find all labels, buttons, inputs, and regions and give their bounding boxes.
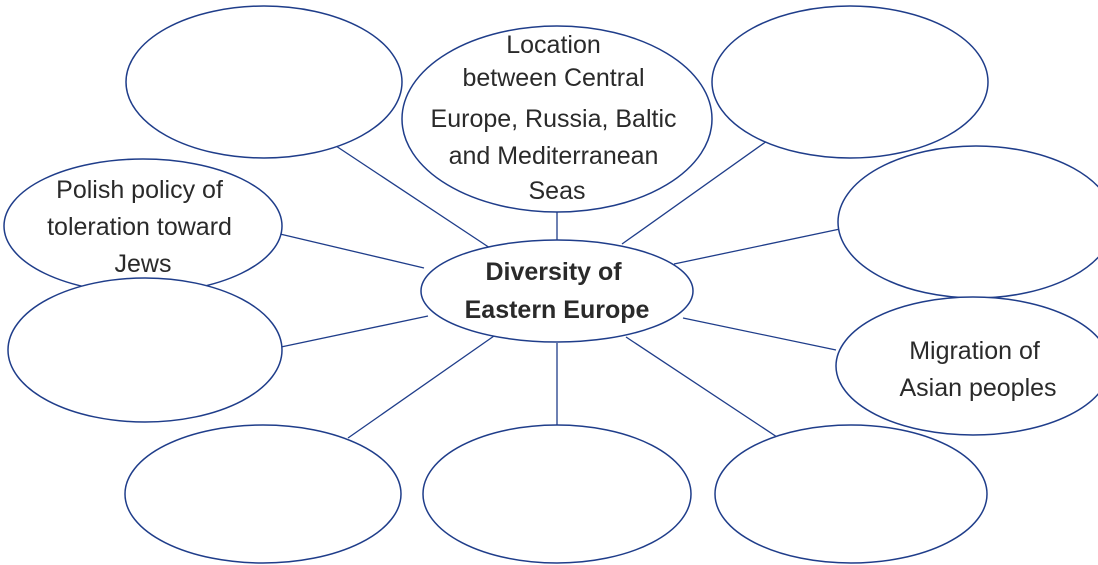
node-lower-right: Migration of Asian peoples xyxy=(835,296,1098,436)
node-top-left xyxy=(125,5,403,159)
node-top-right xyxy=(711,5,989,159)
node-bottom-left-ellipse xyxy=(124,424,402,564)
node-top-left-ellipse xyxy=(125,5,403,159)
node-top-right-ellipse xyxy=(711,5,989,159)
node-upper-left-line-2: toleration toward xyxy=(47,213,232,241)
svg-text:Diversity of Eastern Eur: Diversity of Eastern Europe xyxy=(465,258,650,324)
node-bottom-left xyxy=(124,424,402,564)
node-upper-left-line-1: Polish policy of xyxy=(56,176,223,204)
node-top-center-ellipse xyxy=(401,25,713,213)
connector-upper-right xyxy=(673,228,841,265)
connector-bottom-right xyxy=(625,336,778,438)
node-upper-left: Polish policy of toleration toward Jews xyxy=(3,158,283,294)
node-top-center-line-3: Europe, Russia, Baltic xyxy=(431,105,677,133)
node-bottom-right-ellipse xyxy=(714,424,988,564)
node-top-center-line-4: and Mediterranean xyxy=(449,142,659,170)
node-top-center: Location between Central Europe, Russia,… xyxy=(401,25,713,213)
center-node-line-2: Eastern Europe xyxy=(465,296,650,324)
connector-lower-left xyxy=(280,315,429,348)
node-lower-left-ellipse xyxy=(7,277,283,423)
node-upper-right xyxy=(837,145,1098,299)
node-lower-right-line-1: Migration of xyxy=(909,337,1040,365)
svg-text:Polish policy of tolerat: Polish policy of toleration toward Jews xyxy=(47,176,239,278)
svg-text:Location between Central: Location between Central Europe, Russia,… xyxy=(431,31,684,205)
node-bottom-right xyxy=(714,424,988,564)
connector-upper-left xyxy=(279,233,425,269)
connector-lower-right xyxy=(682,317,837,351)
connector-top-left xyxy=(335,145,491,249)
center-node-ellipse xyxy=(420,239,694,343)
svg-text:Migration of Asian peopl: Migration of Asian peoples xyxy=(899,337,1056,402)
connector-bottom-left xyxy=(347,335,495,439)
node-upper-right-ellipse xyxy=(837,145,1098,299)
node-upper-left-line-3: Jews xyxy=(115,250,172,278)
center-node: Diversity of Eastern Europe xyxy=(420,239,694,343)
center-node-line-1: Diversity of xyxy=(485,258,622,286)
node-top-center-line-2: between Central xyxy=(462,64,644,92)
connectors xyxy=(279,140,841,439)
node-lower-right-ellipse xyxy=(835,296,1098,436)
connector-top-right xyxy=(621,140,768,245)
node-lower-left xyxy=(7,277,283,423)
node-top-center-line-1: Location xyxy=(506,31,601,59)
node-bottom-center xyxy=(422,424,692,564)
node-top-center-line-5: Seas xyxy=(529,177,586,205)
node-bottom-center-ellipse xyxy=(422,424,692,564)
node-lower-right-line-2: Asian peoples xyxy=(899,374,1056,402)
